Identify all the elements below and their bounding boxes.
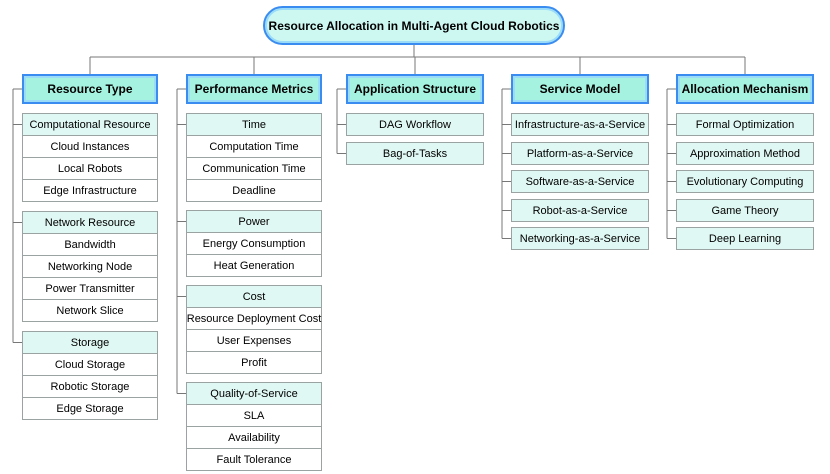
group-header-power: Power	[186, 210, 322, 233]
column-header-performance-metrics: Performance Metrics	[186, 74, 322, 104]
category-item-formal-optimization: Formal Optimization	[676, 113, 814, 136]
leaf-item-power-transmitter: Power Transmitter	[22, 277, 158, 300]
root-node: Resource Allocation in Multi-Agent Cloud…	[263, 6, 565, 45]
column-header-service-model: Service Model	[511, 74, 649, 104]
group-header-network-resource: Network Resource	[22, 211, 158, 234]
category-item-software-as-a-service: Software-as-a-Service	[511, 170, 649, 193]
leaf-item-sla: SLA	[186, 404, 322, 427]
group-header-cost: Cost	[186, 285, 322, 308]
leaf-item-network-slice: Network Slice	[22, 299, 158, 322]
leaf-item-heat-generation: Heat Generation	[186, 254, 322, 277]
column-header-resource-type: Resource Type	[22, 74, 158, 104]
leaf-item-energy-consumption: Energy Consumption	[186, 232, 322, 255]
leaf-item-cloud-storage: Cloud Storage	[22, 353, 158, 376]
leaf-item-edge-storage: Edge Storage	[22, 397, 158, 420]
leaf-item-bandwidth: Bandwidth	[22, 233, 158, 256]
column-header-allocation-mechanism: Allocation Mechanism	[676, 74, 814, 104]
category-item-approximation-method: Approximation Method	[676, 142, 814, 165]
group-header-storage: Storage	[22, 331, 158, 354]
leaf-item-local-robots: Local Robots	[22, 157, 158, 180]
leaf-item-cloud-instances: Cloud Instances	[22, 135, 158, 158]
leaf-item-computation-time: Computation Time	[186, 135, 322, 158]
leaf-item-profit: Profit	[186, 351, 322, 374]
group-header-computational-resource: Computational Resource	[22, 113, 158, 136]
leaf-item-deadline: Deadline	[186, 179, 322, 202]
category-item-deep-learning: Deep Learning	[676, 227, 814, 250]
leaf-item-resource-deployment-cost: Resource Deployment Cost	[186, 307, 322, 330]
group-header-quality-of-service: Quality-of-Service	[186, 382, 322, 405]
group-header-time: Time	[186, 113, 322, 136]
leaf-item-fault-tolerance: Fault Tolerance	[186, 448, 322, 471]
category-item-game-theory: Game Theory	[676, 199, 814, 222]
category-item-evolutionary-computing: Evolutionary Computing	[676, 170, 814, 193]
category-item-bag-of-tasks: Bag-of-Tasks	[346, 142, 484, 165]
leaf-item-robotic-storage: Robotic Storage	[22, 375, 158, 398]
leaf-item-user-expenses: User Expenses	[186, 329, 322, 352]
leaf-item-availability: Availability	[186, 426, 322, 449]
category-item-robot-as-a-service: Robot-as-a-Service	[511, 199, 649, 222]
leaf-item-networking-node: Networking Node	[22, 255, 158, 278]
category-item-infrastructure-as-a-service: Infrastructure-as-a-Service	[511, 113, 649, 136]
category-item-platform-as-a-service: Platform-as-a-Service	[511, 142, 649, 165]
leaf-item-edge-infrastructure: Edge Infrastructure	[22, 179, 158, 202]
column-header-application-structure: Application Structure	[346, 74, 484, 104]
category-item-networking-as-a-service: Networking-as-a-Service	[511, 227, 649, 250]
leaf-item-communication-time: Communication Time	[186, 157, 322, 180]
category-item-dag-workflow: DAG Workflow	[346, 113, 484, 136]
